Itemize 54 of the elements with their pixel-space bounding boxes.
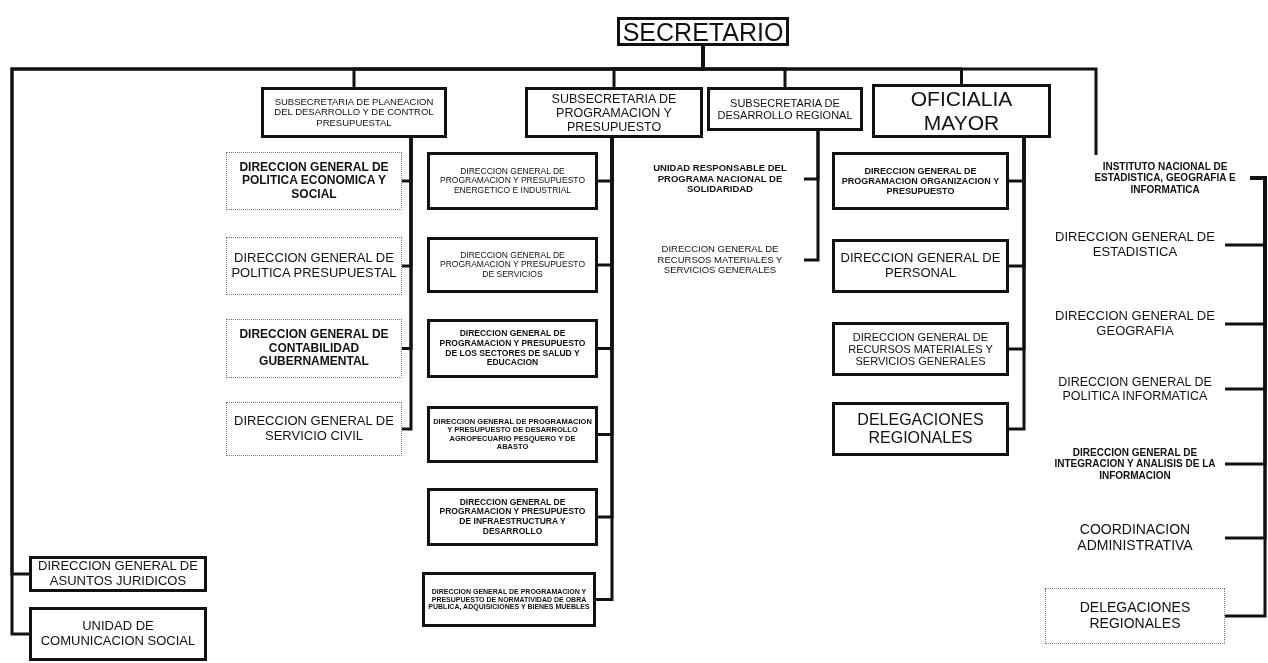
org-box — [422, 572, 596, 627]
org-box — [427, 237, 598, 293]
unit-name: SUBSECRETARIA DE DESARROLLO REGIONAL — [716, 96, 854, 122]
unit-name: DELEGACIONES REGIONALES — [856, 411, 985, 447]
dotted-org-box — [226, 402, 402, 456]
connector-line — [596, 138, 614, 601]
unit-name: DIRECCION GENERAL DE PROGRAMACION Y PRESUPUESTO DE INFRAESTRUCTURA Y DESARROLLO — [438, 497, 587, 537]
org-unit-label: UNIDAD RESPONSABLE DEL PROGRAMA NACIONAL DE SOLIDARIDAD — [636, 155, 804, 203]
unit-name: SUBSECRETARIA DE PLANEACION DEL DESARROLLO Y DE CONTROL PRESUPUESTAL — [273, 96, 435, 129]
connector-line — [1225, 176, 1267, 618]
unit-name: DIRECCION GENERAL DE PROGRAMACION Y PRESUPUESTO ENERGETICO E INDUSTRIAL — [439, 166, 586, 196]
unit-name: DIRECCION GENERAL DE PROGRAMACION Y PRESUPUESTO DE SERVICIOS — [439, 250, 586, 280]
unit-name: SUBSECRETARIA DE PROGRAMACION Y PRESUPUESTO — [550, 91, 678, 134]
org-unit-label: DIRECCION GENERAL DE RECURSOS MATERIALES Y SERVICIOS GENERALES — [636, 237, 804, 283]
org-box — [525, 87, 703, 138]
org-unit-label: DIRECCION GENERAL DE ESTADISTICA — [1045, 222, 1225, 268]
unit-name: DIRECCION GENERAL DE PROGRAMACION ORGANIZACION Y PRESUPUESTO — [840, 165, 1001, 197]
org-unit-label: DIRECCION GENERAL DE POLITICA INFORMATICA — [1045, 366, 1225, 412]
org-box — [427, 152, 598, 210]
org-box — [427, 319, 598, 378]
org-box — [872, 84, 1051, 138]
unit-name: SECRETARIO — [621, 17, 785, 46]
unit-name: DIRECCION GENERAL DE SERVICIO CIVIL — [233, 414, 395, 444]
org-box — [832, 402, 1009, 456]
org-box — [29, 607, 207, 661]
unit-name: DIRECCION GENERAL DE PERSONAL — [839, 251, 1002, 281]
unit-name: OFICIALIA MAYOR — [909, 87, 1014, 135]
org-box — [427, 406, 598, 463]
dotted-org-box — [1045, 588, 1225, 644]
unit-name: DIRECCION GENERAL DE POLITICA PRESUPUESTAL — [230, 251, 398, 281]
unit-name: DIRECCION GENERAL DE POLITICA ECONOMICA Y SOCIAL — [238, 160, 390, 202]
dotted-org-box — [226, 319, 402, 378]
dotted-org-box — [226, 152, 402, 210]
connector-line — [1009, 138, 1026, 431]
unit-name: DIRECCION GENERAL DE PROGRAMACION Y PRESUPUESTO DE LOS SECTORES DE SALUD Y EDUCACION — [438, 329, 587, 368]
org-box — [832, 239, 1009, 293]
unit-name: DIRECCION GENERAL DE CONTABILIDAD GUBERNAMENTAL — [238, 328, 390, 369]
org-box — [707, 87, 863, 131]
org-unit-label: COORDINACION ADMINISTRATIVA — [1045, 514, 1225, 562]
dotted-org-box — [226, 237, 402, 295]
connector-line — [402, 138, 413, 431]
org-unit-label: INSTITUTO NACIONAL DE ESTADISTICA, GEOGRAFIA E INFORMATICA — [1080, 155, 1250, 201]
unit-name: DIRECCION GENERAL DE RECURSOS MATERIALES Y SERVICIOS GENERALES — [847, 330, 994, 368]
org-unit-label: DIRECCION GENERAL DE INTEGRACION Y ANALISIS DE LA INFORMACION — [1045, 438, 1225, 490]
org-box — [29, 556, 207, 592]
org-box — [832, 152, 1009, 210]
unit-name: UNIDAD DE COMUNICACION SOCIAL — [39, 619, 197, 649]
org-unit-label: DIRECCION GENERAL DE GEOGRAFIA — [1045, 301, 1225, 347]
org-box — [832, 322, 1009, 376]
unit-name: DIRECCION GENERAL DE ASUNTOS JURIDICOS — [37, 559, 199, 589]
org-box — [427, 488, 598, 546]
org-box — [261, 87, 447, 138]
connector-line — [804, 131, 820, 262]
unit-name: DELEGACIONES REGIONALES — [1078, 600, 1192, 632]
